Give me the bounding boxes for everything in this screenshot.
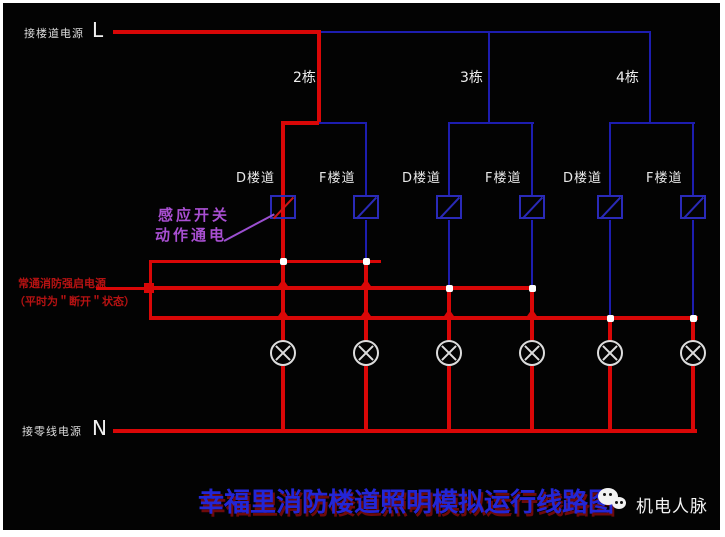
flow-arrow-icon — [442, 309, 456, 319]
building2-label: 2栋 — [293, 70, 316, 86]
building4-label: 4栋 — [616, 70, 639, 86]
wire-building4-tap — [649, 31, 651, 123]
sensor-switch-symbol-6 — [680, 195, 706, 220]
sensor-switch-symbol-1 — [270, 195, 296, 220]
wire-lamp2-neutral — [364, 366, 368, 430]
wire-b4-subbus — [609, 122, 695, 124]
wire-n-bus — [113, 429, 697, 433]
wire-col5-idle — [609, 220, 611, 318]
switch-contact-icon — [355, 196, 378, 220]
sensor-switch-symbol-4 — [519, 195, 545, 220]
wire-col5-drop — [609, 124, 611, 196]
wire-fire-bus-a — [149, 260, 381, 263]
wire-lamp3-neutral — [447, 366, 451, 430]
junction-dot — [280, 258, 287, 265]
lamp-symbol-4 — [519, 340, 545, 366]
wire-col6-drop — [692, 124, 694, 196]
wire-b2-subbus-hot — [281, 121, 319, 125]
neutral-source-label: 接零线电源 — [22, 425, 82, 438]
wire-col3-drop — [448, 124, 450, 196]
switch-contact-icon — [682, 196, 705, 220]
switch-contact-icon — [521, 196, 544, 220]
switch-contact-icon — [599, 196, 622, 220]
wire-b2-subbus — [319, 122, 367, 124]
diagram-title: 幸福里消防楼道照明模拟运行线路图 — [198, 488, 615, 518]
wire-col6-hot — [691, 316, 695, 344]
sensor-switch-symbol-5 — [597, 195, 623, 220]
wire-lamp5-neutral — [608, 366, 612, 430]
wire-col1-hot — [281, 123, 285, 344]
wire-top-bus-idle — [321, 31, 651, 33]
wire-fire-bus-c — [149, 316, 698, 320]
phase-letter: L — [92, 18, 104, 42]
phase-source-label: 接楼道电源 — [24, 27, 84, 40]
sensor-switch-symbol-2 — [353, 195, 379, 220]
lamp-symbol-1 — [270, 340, 296, 366]
switch-contact-icon — [438, 196, 461, 220]
sensor-switch-symbol-3 — [436, 195, 462, 220]
lamp-symbol-6 — [680, 340, 706, 366]
wire-fire-bus-b — [149, 286, 535, 290]
wire-building3-tap — [488, 31, 490, 123]
sensor-note-line1: 感应开关 — [158, 206, 231, 224]
wechat-icon — [598, 488, 632, 516]
wire-lamp1-neutral — [281, 366, 285, 430]
lamp-symbol-3 — [436, 340, 462, 366]
junction-dot — [690, 315, 697, 322]
wire-col6-idle — [692, 220, 694, 318]
wire-col2-idle — [365, 220, 367, 262]
wire-col4-idle — [531, 220, 533, 288]
junction-dot — [607, 315, 614, 322]
corridor-label-4: F楼道 — [485, 171, 522, 186]
switch-contact-icon — [272, 196, 295, 220]
wire-building2-tap — [317, 30, 321, 124]
junction-dot — [529, 285, 536, 292]
corridor-label-2: F楼道 — [319, 171, 356, 186]
fire-note-line1: 常通消防强启电源 — [18, 277, 106, 290]
flow-arrow-icon — [525, 309, 539, 319]
junction-dot — [363, 258, 370, 265]
corridor-label-5: D楼道 — [563, 171, 603, 186]
wire-b3-subbus — [448, 122, 534, 124]
junction-dot — [446, 285, 453, 292]
corridor-label-6: F楼道 — [646, 171, 683, 186]
drawing-canvas — [3, 3, 720, 530]
wire-col2-hot — [364, 260, 368, 344]
watermark-text: 机电人脉 — [636, 497, 708, 517]
wire-col2-drop — [365, 124, 367, 196]
wire-fire-bracket — [149, 260, 152, 320]
lamp-symbol-2 — [353, 340, 379, 366]
wire-l-bus — [113, 30, 320, 34]
wire-col3-idle — [448, 220, 450, 288]
flow-arrow-icon — [276, 309, 290, 319]
building3-label: 3栋 — [460, 70, 483, 86]
fire-note-line2: （平时为＂断开＂状态） — [14, 295, 135, 308]
corridor-label-3: D楼道 — [402, 171, 442, 186]
flow-arrow-icon — [276, 279, 290, 289]
wire-col5-hot — [608, 316, 612, 344]
flow-arrow-icon — [359, 309, 373, 319]
wire-lamp4-neutral — [530, 366, 534, 430]
corridor-label-1: D楼道 — [236, 171, 276, 186]
lamp-symbol-5 — [597, 340, 623, 366]
wire-lamp6-neutral — [691, 366, 695, 430]
sensor-note-line2: 动作通电 — [155, 226, 228, 244]
neutral-letter: N — [92, 416, 107, 440]
wire-fire-note-leader — [96, 287, 149, 290]
flow-arrow-icon — [359, 279, 373, 289]
wire-col4-drop — [531, 124, 533, 196]
chat-bubble-icon — [612, 497, 626, 509]
